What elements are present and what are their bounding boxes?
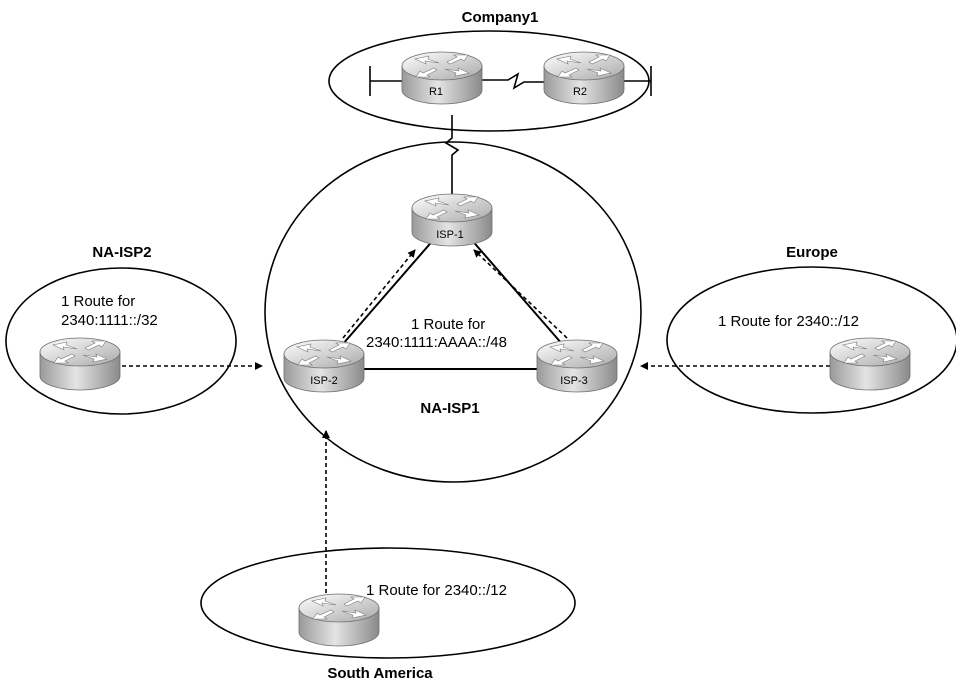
isp2-to-isp1-arrow <box>342 249 416 339</box>
na-isp1-title: NA-ISP1 <box>420 400 479 417</box>
na-isp1-route-line2: 2340:1111:AAAA::/48 <box>366 334 507 351</box>
r2-label: R2 <box>573 86 587 98</box>
na-isp1-route-line1: 1 Route for <box>411 316 485 333</box>
router-na-isp2 <box>39 337 121 391</box>
south-america-region <box>200 547 576 659</box>
na-isp2-region <box>5 267 237 415</box>
company1-title: Company1 <box>462 9 539 26</box>
europe-route: 1 Route for 2340::/12 <box>718 313 859 330</box>
router-europe <box>829 337 911 391</box>
na-isp1-region <box>264 141 642 483</box>
na-isp2-title: NA-ISP2 <box>92 244 151 261</box>
europe-region <box>666 266 956 414</box>
na-isp2-route-line2: 2340:1111::/32 <box>61 312 158 329</box>
south-america-route: 1 Route for 2340::/12 <box>366 582 507 599</box>
router-south-america <box>298 593 380 647</box>
isp2-label: ISP-2 <box>310 375 338 387</box>
isp1-label: ISP-1 <box>436 229 464 241</box>
isp3-label: ISP-3 <box>560 375 588 387</box>
isp3-to-isp1-arrow <box>473 249 568 339</box>
r1-lan-segment <box>369 66 402 96</box>
isp1-isp2-link <box>328 237 436 361</box>
south-america-title: South America <box>327 665 433 682</box>
r1-r2-serial-link <box>481 72 545 90</box>
europe-title: Europe <box>786 244 838 261</box>
na-isp2-route-line1: 1 Route for <box>61 293 135 310</box>
r1-isp1-serial-link <box>444 115 460 200</box>
isp1-isp3-link <box>469 237 577 361</box>
r1-label: R1 <box>429 86 443 98</box>
